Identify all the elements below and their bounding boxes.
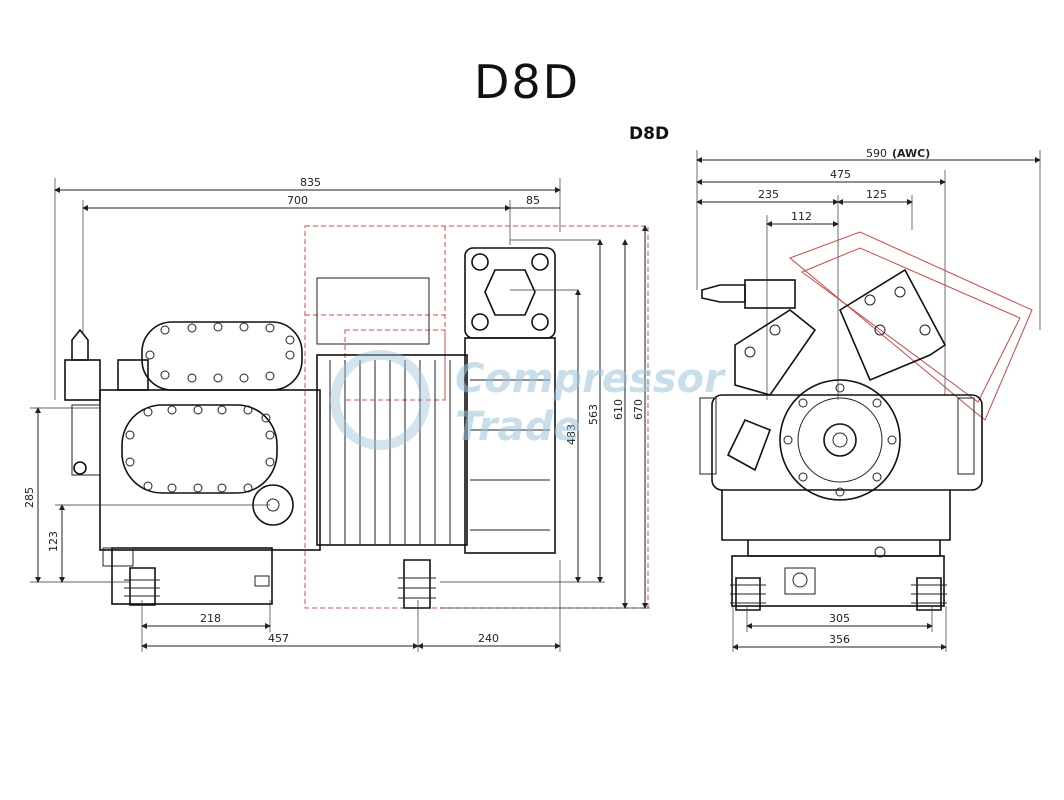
front-view: 590 (AWC) 475 235 125 112 (696, 147, 1041, 652)
dim-label-240: 240 (478, 632, 499, 645)
dim-offset-85: 85 (510, 194, 560, 209)
sub-title: D8D (629, 124, 670, 144)
dim-label-457: 457 (268, 632, 289, 645)
dim-label-218: 218 (200, 612, 221, 625)
watermark-line2: Trade (455, 404, 580, 450)
compressor-body-side (64, 247, 556, 609)
dim-heights-left: 285 123 (23, 407, 270, 583)
dim-label-700: 700 (287, 194, 308, 207)
dim-label-112: 112 (791, 210, 812, 223)
dim-label-285: 285 (23, 487, 36, 508)
dim-label-483: 483 (565, 424, 578, 445)
dim-label-123: 123 (47, 531, 60, 552)
dim-label-670: 670 (632, 399, 645, 420)
head-bolts-upper (145, 322, 295, 383)
dim-label-305: 305 (829, 612, 850, 625)
dim-heights-right: 483 563 610 670 (440, 225, 650, 609)
awc-fan-outline (789, 231, 1033, 421)
dim-front-top: 590 (AWC) 475 235 125 112 (696, 147, 1041, 400)
dim-front-bottom: 305 356 (732, 606, 947, 652)
main-title: D8D (473, 55, 581, 109)
dim-label-590: 590 (866, 147, 887, 160)
dim-label-356: 356 (829, 633, 850, 646)
dim-overall-length: 835 (54, 176, 561, 400)
dim-label-835: 835 (300, 176, 321, 189)
dim-bottom-side: 218 457 240 (141, 560, 561, 652)
compressor-body-front (699, 268, 983, 611)
watermark-line1: Compressor (455, 356, 726, 402)
dim-label-awc: (AWC) (892, 147, 930, 160)
dim-label-475: 475 (830, 168, 851, 181)
dim-label-125: 125 (866, 188, 887, 201)
dim-label-563: 563 (587, 404, 600, 425)
dim-label-85: 85 (526, 194, 540, 207)
head-bolts-lower (125, 405, 275, 493)
dim-length-700: 700 (82, 194, 511, 335)
side-view: 835 700 85 (23, 176, 650, 652)
watermark: Compressor Trade (330, 350, 726, 450)
dim-label-235: 235 (758, 188, 779, 201)
dim-label-610: 610 (612, 399, 625, 420)
